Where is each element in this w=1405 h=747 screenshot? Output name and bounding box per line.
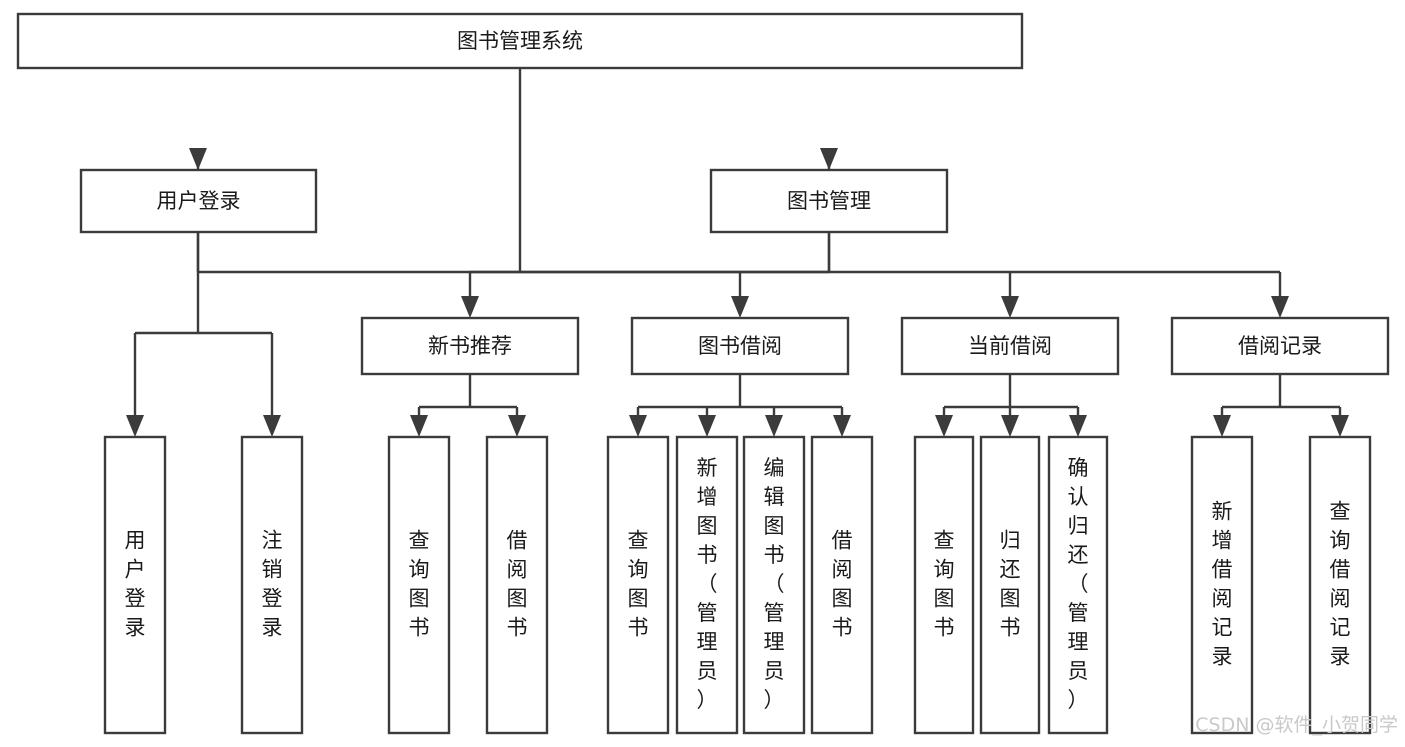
new-book-recommend-drop-1-arrowhead — [508, 415, 526, 437]
level3-current-borrow-box[interactable] — [900, 316, 1120, 376]
leaf-leaf-confirm-return-box[interactable] — [1047, 435, 1109, 735]
node-leaf-borrow-book-2[interactable]: 借阅图书 — [810, 435, 874, 735]
leaf-leaf-user-login-label: 用户登录 — [125, 529, 146, 640]
leaf-leaf-query-record-label: 查询借阅记录 — [1330, 500, 1351, 669]
node-book-borrow[interactable]: 图书借阅 — [630, 316, 850, 376]
level2-user-login-label: 用户登录 — [157, 189, 241, 213]
node-leaf-borrow-book-1[interactable]: 借阅图书 — [485, 435, 549, 735]
root-drop-0-arrowhead — [189, 148, 207, 170]
book-mgmt-drop-2-arrowhead — [1001, 296, 1019, 318]
level2-book-management-box[interactable] — [709, 168, 949, 234]
leaf-leaf-add-record-box[interactable] — [1190, 435, 1254, 735]
leaf-leaf-borrow-book-1-box[interactable] — [485, 435, 549, 735]
connectors-layer — [126, 68, 1349, 437]
level3-current-borrow-label: 当前借阅 — [968, 334, 1052, 358]
node-leaf-query-book-3[interactable]: 查询图书 — [913, 435, 975, 735]
book-borrow-drop-3-arrowhead — [833, 415, 851, 437]
current-borrow-drop-2-arrowhead — [1069, 415, 1087, 437]
book-mgmt-drop-1-arrowhead — [731, 296, 749, 318]
level3-book-borrow-label: 图书借阅 — [698, 334, 782, 358]
leaf-leaf-borrow-book-2-box[interactable] — [810, 435, 874, 735]
leaf-leaf-borrow-book-1-label: 借阅图书 — [507, 529, 528, 640]
node-leaf-add-record[interactable]: 新增借阅记录 — [1190, 435, 1254, 735]
book-borrow-drop-0-arrowhead — [629, 415, 647, 437]
level2-book-management-label: 图书管理 — [787, 189, 871, 213]
level3-book-borrow-box[interactable] — [630, 316, 850, 376]
book-borrow-drop-1-arrowhead — [698, 415, 716, 437]
leaf-leaf-query-book-3-label: 查询图书 — [934, 529, 955, 640]
leaf-leaf-query-book-1-label: 查询图书 — [409, 529, 430, 640]
node-leaf-logout[interactable]: 注销登录 — [240, 435, 304, 735]
leaf-leaf-query-book-3-box[interactable] — [913, 435, 975, 735]
leaf-leaf-add-book-label: 新增图书（管理员） — [697, 456, 718, 712]
book-mgmt-drop-3-arrowhead — [1271, 296, 1289, 318]
leaf-leaf-query-book-1-box[interactable] — [387, 435, 451, 735]
leaf-leaf-query-record-box[interactable] — [1308, 435, 1372, 735]
node-leaf-user-login[interactable]: 用户登录 — [103, 435, 167, 735]
user-login-drop-1-arrowhead — [263, 415, 281, 437]
leaf-leaf-logout-label: 注销登录 — [262, 529, 283, 640]
leaf-leaf-return-book-box[interactable] — [979, 435, 1041, 735]
borrow-record-drop-1-arrowhead — [1331, 415, 1349, 437]
node-leaf-return-book[interactable]: 归还图书 — [979, 435, 1041, 735]
level3-new-book-recommend-label: 新书推荐 — [428, 334, 512, 358]
leaf-leaf-add-book-box[interactable] — [675, 435, 739, 735]
current-borrow-drop-1-arrowhead — [1001, 415, 1019, 437]
root-drop-1-arrowhead — [820, 148, 838, 170]
leaf-leaf-query-book-2-box[interactable] — [606, 435, 670, 735]
level3-borrow-record-box[interactable] — [1170, 316, 1390, 376]
node-root[interactable]: 图书管理系统 — [16, 12, 1024, 70]
book-borrow-drop-2-arrowhead — [765, 415, 783, 437]
node-new-book-recommend[interactable]: 新书推荐 — [360, 316, 580, 376]
leaf-leaf-edit-book-box[interactable] — [742, 435, 806, 735]
book-mgmt-drop-0-arrowhead — [461, 296, 479, 318]
root-label: 图书管理系统 — [457, 29, 583, 53]
leaf-leaf-query-book-2-label: 查询图书 — [628, 529, 649, 640]
level2-user-login-box[interactable] — [79, 168, 318, 234]
node-leaf-edit-book[interactable]: 编辑图书（管理员） — [742, 435, 806, 735]
node-leaf-query-book-2[interactable]: 查询图书 — [606, 435, 670, 735]
csdn-watermark: CSDN @软件_小贺同学 — [1195, 714, 1398, 736]
node-leaf-add-book[interactable]: 新增图书（管理员） — [675, 435, 739, 735]
node-borrow-record[interactable]: 借阅记录 — [1170, 316, 1390, 376]
node-leaf-confirm-return[interactable]: 确认归还（管理员） — [1047, 435, 1109, 735]
leaf-leaf-edit-book-label: 编辑图书（管理员） — [764, 456, 785, 712]
level3-new-book-recommend-box[interactable] — [360, 316, 580, 376]
node-leaf-query-book-1[interactable]: 查询图书 — [387, 435, 451, 735]
borrow-record-drop-0-arrowhead — [1213, 415, 1231, 437]
leaf-leaf-add-record-label: 新增借阅记录 — [1212, 500, 1233, 669]
level3-borrow-record-label: 借阅记录 — [1238, 334, 1322, 358]
nodes-layer: 图书管理系统用户登录图书管理新书推荐图书借阅当前借阅借阅记录用户登录注销登录查询… — [16, 12, 1390, 735]
node-user-login[interactable]: 用户登录 — [79, 168, 318, 234]
user-login-drop-0-arrowhead — [126, 415, 144, 437]
node-book-management[interactable]: 图书管理 — [709, 168, 949, 234]
current-borrow-drop-0-arrowhead — [935, 415, 953, 437]
node-leaf-query-record[interactable]: 查询借阅记录 — [1308, 435, 1372, 735]
leaf-leaf-user-login-box[interactable] — [103, 435, 167, 735]
leaf-leaf-confirm-return-label: 确认归还（管理员） — [1068, 456, 1089, 712]
new-book-recommend-drop-0-arrowhead — [410, 415, 428, 437]
node-current-borrow[interactable]: 当前借阅 — [900, 316, 1120, 376]
leaf-leaf-return-book-label: 归还图书 — [1000, 529, 1021, 640]
leaf-leaf-logout-box[interactable] — [240, 435, 304, 735]
root-box[interactable] — [16, 12, 1024, 70]
leaf-leaf-borrow-book-2-label: 借阅图书 — [832, 529, 853, 640]
